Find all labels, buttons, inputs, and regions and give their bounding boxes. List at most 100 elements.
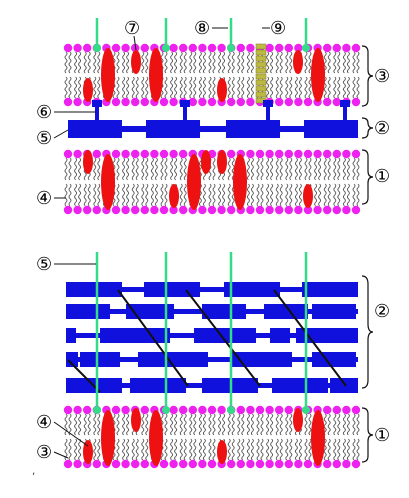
bottom-panel: [63, 252, 361, 469]
network-block: [66, 282, 122, 297]
network-block: [264, 304, 308, 319]
bracket-1-top: [361, 149, 374, 205]
bracket-2-bottom: [361, 275, 374, 389]
bracket-2-top: [361, 117, 374, 139]
strand-knot: [302, 44, 310, 52]
fiber-block: [226, 120, 280, 138]
protein: [293, 408, 303, 432]
network-block: [126, 304, 174, 319]
cross-link: [185, 289, 261, 387]
network-rail: [66, 287, 358, 292]
protein: [201, 150, 211, 174]
label-1-top: ①: [374, 166, 390, 187]
strand-knot: [302, 406, 310, 414]
network-block: [100, 328, 170, 343]
strand-knot: [162, 406, 170, 414]
fiber-block: [304, 120, 358, 138]
anchor-cap: [92, 100, 102, 107]
anchor-stem: [266, 104, 270, 122]
strand-knot: [93, 44, 101, 52]
strand-knot: [162, 44, 170, 52]
label-8: ⑧: [194, 18, 210, 39]
fiber-bar: [68, 126, 358, 132]
network-block: [224, 282, 280, 297]
protein: [311, 48, 325, 102]
membrane-3: [63, 18, 361, 107]
bracket-3-top: [361, 45, 374, 107]
label-4-bottom: ④: [36, 412, 52, 433]
label-2-bottom: ②: [374, 301, 390, 322]
network-block: [232, 352, 292, 367]
membrane-1: [63, 149, 361, 215]
anchor-cap: [263, 100, 273, 107]
protein: [83, 78, 93, 102]
anchor-cap: [340, 100, 350, 107]
top-panel: [63, 18, 361, 215]
strand-knot: [93, 406, 101, 414]
network-block: [80, 352, 120, 367]
protein: [101, 410, 115, 466]
protein: [83, 440, 93, 464]
network-block: [272, 378, 328, 393]
network-block: [202, 304, 246, 319]
label-6: ⑥: [36, 102, 52, 123]
label-4-top: ④: [36, 188, 52, 209]
protein: [217, 150, 227, 174]
lipid-heads: [63, 149, 361, 215]
anchor-stem: [343, 104, 347, 122]
network-block: [144, 282, 200, 297]
protein: [131, 50, 141, 74]
network-rail: [66, 357, 358, 362]
network-block: [312, 304, 356, 319]
membrane-1-bottom: [63, 405, 361, 469]
network-block: [330, 378, 358, 393]
label-3-top: ③: [374, 66, 390, 87]
cross-link: [67, 359, 101, 393]
protein: [101, 48, 115, 102]
anchor-stem: [95, 104, 99, 122]
strand-knot: [227, 44, 235, 52]
protein: [169, 184, 179, 208]
protein: [217, 440, 227, 464]
protein: [149, 410, 163, 466]
protein: [217, 78, 227, 102]
protein: [131, 408, 141, 432]
network-block: [66, 304, 110, 319]
network-block: [130, 378, 186, 393]
anchor-cap: [180, 100, 190, 107]
network-block: [66, 328, 76, 343]
protein: [303, 184, 313, 208]
label-5-top: ⑤: [36, 128, 52, 149]
cross-link: [117, 289, 189, 387]
protein: [187, 154, 201, 210]
network-block: [138, 352, 208, 367]
bracket-1-bottom: [361, 407, 374, 463]
protein: [233, 154, 247, 210]
protein: [149, 48, 163, 102]
fiber-block: [68, 120, 122, 138]
cross-link: [273, 289, 347, 387]
label-2-top: ②: [374, 118, 390, 139]
corner-mark: ,: [32, 466, 35, 477]
label-3-bottom: ③: [36, 442, 52, 463]
anchor-stem: [183, 104, 187, 122]
label-7: ⑦: [124, 18, 140, 39]
strand-knot: [227, 406, 235, 414]
label-5-bottom: ⑤: [36, 254, 52, 275]
fiber-layer-2: [68, 100, 358, 138]
fiber-block: [146, 120, 200, 138]
protein: [101, 154, 115, 210]
network-block: [312, 352, 356, 367]
network-block: [66, 352, 78, 367]
fiber-network-2: [66, 252, 358, 410]
protein: [293, 50, 303, 74]
network-block: [270, 328, 290, 343]
label-9: ⑨: [270, 18, 286, 39]
label-1-bottom: ①: [374, 425, 390, 446]
network-block: [194, 328, 256, 343]
protein: [311, 410, 325, 466]
marker-column: [255, 43, 267, 104]
network-block: [302, 282, 358, 297]
